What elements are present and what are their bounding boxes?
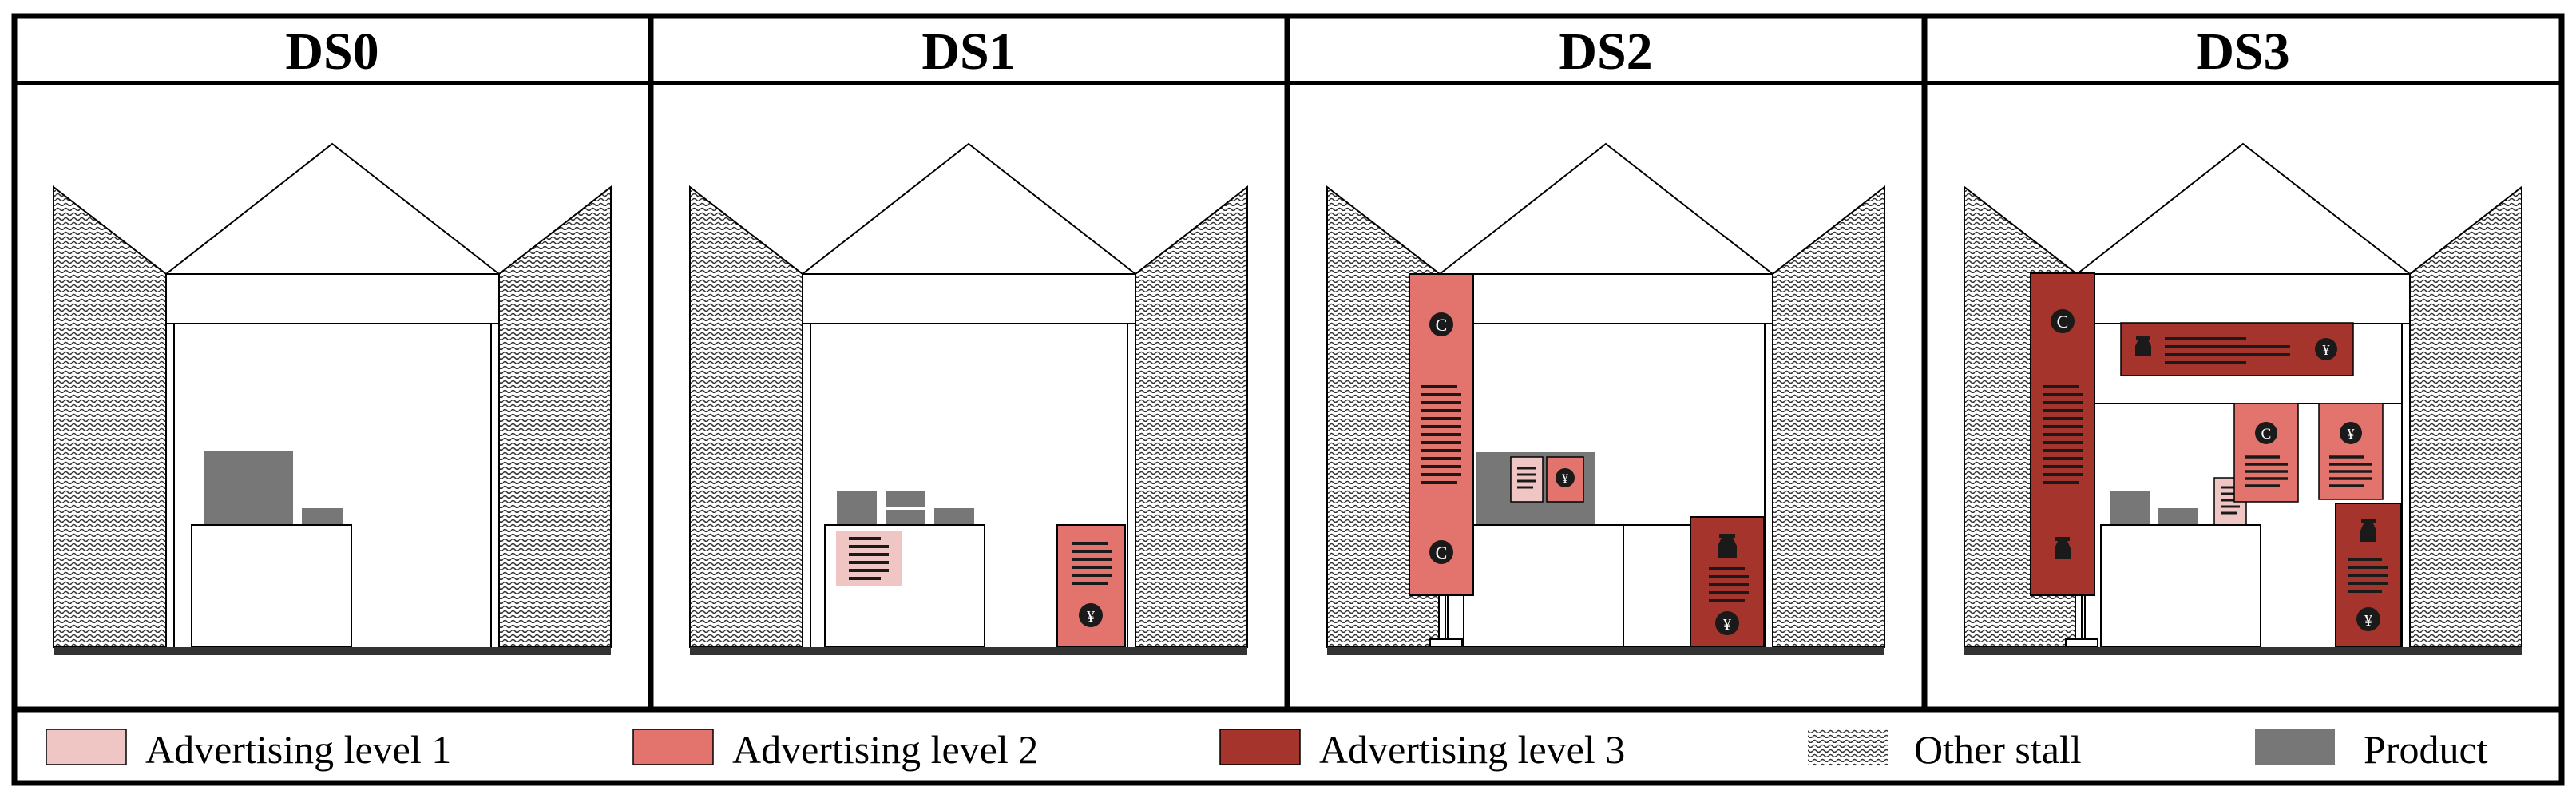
other-stall-right [2409, 185, 2522, 648]
yen-icon-glyph: ¥ [1087, 608, 1095, 626]
legend-label-other-stall: Other stall [1914, 727, 2082, 772]
floor [1327, 647, 1884, 655]
panel-title-ds2: DS2 [1559, 22, 1652, 81]
stall-ds3: ¥ C ¥ [1964, 142, 2522, 655]
legend-swatch-level2 [632, 729, 714, 765]
ad-level2-hanging-sign: ¥ [2318, 403, 2384, 500]
stall-ds1: ¥ [689, 142, 1248, 655]
legend-swatch-product [2255, 729, 2335, 765]
coin-icon-glyph: C [2057, 312, 2069, 332]
stall-roof [2076, 142, 2411, 275]
legend-label-product: Product [2364, 727, 2488, 772]
legend-swatch-level1 [46, 729, 127, 765]
coin-icon-glyph: C [1436, 315, 1448, 335]
ad-level2-banner: C C [1409, 273, 1474, 596]
stall-ds0 [53, 142, 612, 655]
coin-icon [1429, 540, 1453, 564]
banner-stand-base [2065, 638, 2098, 648]
other-stall-right [498, 185, 612, 648]
stall-roof [1439, 142, 1773, 275]
ad-level3-poster: ¥ [2335, 503, 2402, 648]
counter [2100, 524, 2261, 648]
yen-icon-glyph: ¥ [1562, 472, 1568, 486]
coin-icon-glyph: C [1436, 543, 1448, 562]
yen-icon-glyph: ¥ [2348, 426, 2355, 442]
coin-icon [2255, 422, 2277, 444]
ad-level2-poster: ¥ [1056, 524, 1126, 648]
ad-level2-tag: ¥ [1546, 456, 1584, 503]
legend-swatch-level3 [1219, 729, 1301, 765]
bag-icon [2360, 519, 2376, 542]
counter [191, 524, 352, 648]
ad-level3-header-banner: ¥ [2120, 322, 2354, 376]
panel-title-ds1: DS1 [921, 22, 1015, 81]
ad-level2-hanging-sign: C [2233, 403, 2299, 503]
other-stall-left [689, 185, 803, 648]
stall-ds2: ¥ C C [1326, 142, 1885, 655]
product [2158, 508, 2198, 525]
stall-fascia [165, 273, 500, 324]
ad-level3-banner: C [2030, 272, 2095, 596]
stall-fascia [802, 273, 1136, 324]
counter [824, 524, 985, 648]
product [302, 508, 343, 525]
bag-icon [1718, 534, 1737, 558]
coin-icon [1429, 312, 1453, 336]
floor [690, 647, 1247, 655]
panel-title-ds0: DS0 [285, 22, 378, 81]
stall-fascia [1439, 273, 1773, 324]
yen-icon [1715, 611, 1739, 635]
other-stall-right [1772, 185, 1885, 648]
ad-level3-poster: ¥ [1690, 516, 1765, 648]
floor [1964, 647, 2522, 655]
stall-roof [802, 142, 1136, 275]
counter [1463, 524, 1624, 648]
banner-stand-pole [1438, 594, 1446, 640]
panel-title-ds3: DS3 [2196, 22, 2289, 81]
yen-icon [2356, 607, 2380, 631]
legend-label-level3: Advertising level 3 [1319, 727, 1625, 772]
yen-icon-glyph: ¥ [1723, 616, 1731, 634]
other-stall-left [53, 185, 167, 648]
ad-level1-sign [836, 531, 902, 586]
product [2110, 491, 2150, 525]
legend: Advertising level 1 Advertising level 2 … [46, 727, 2488, 772]
coin-icon-glyph: C [2261, 426, 2272, 443]
yen-icon-glyph: ¥ [2323, 342, 2330, 358]
banner-stand-base [1429, 638, 1463, 648]
yen-icon [2315, 338, 2337, 360]
ad-level1-tag [1510, 456, 1544, 503]
stall-fascia [2076, 273, 2411, 324]
yen-icon-glyph: ¥ [2364, 612, 2372, 630]
legend-swatch-other-stall [1808, 729, 1888, 765]
legend-label-level1: Advertising level 1 [145, 727, 451, 772]
coin-icon [2051, 309, 2075, 333]
floor [54, 647, 611, 655]
product [886, 491, 925, 507]
other-stall-right [1135, 185, 1248, 648]
bag-icon [2055, 537, 2071, 559]
stall-roof [165, 142, 500, 275]
bag-icon [2135, 336, 2151, 356]
yen-icon [2340, 422, 2362, 444]
legend-label-level2: Advertising level 2 [732, 727, 1038, 772]
yen-icon [1079, 603, 1103, 627]
banner-stand-pole [2075, 594, 2083, 640]
product [934, 508, 974, 525]
product [837, 491, 877, 525]
product [204, 451, 293, 525]
product [886, 510, 925, 525]
yen-icon [1556, 468, 1575, 487]
